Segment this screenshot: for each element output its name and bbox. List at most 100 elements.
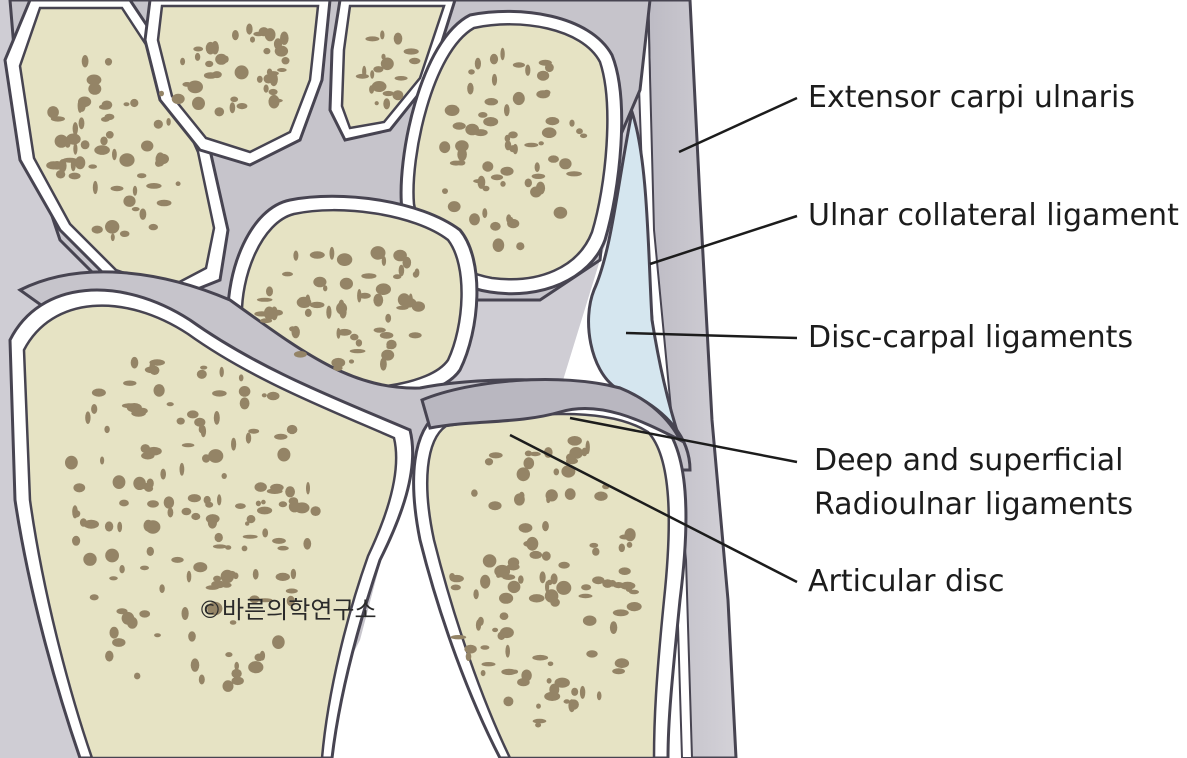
marrow-spot — [484, 98, 499, 106]
marrow-spot — [518, 523, 533, 533]
marrow-spot — [253, 31, 264, 37]
marrow-spot — [380, 30, 385, 40]
marrow-spot — [278, 501, 288, 508]
marrow-spot — [561, 465, 576, 478]
marrow-spot — [380, 57, 394, 71]
marrow-spot — [154, 633, 161, 638]
marrow-spot — [94, 145, 110, 155]
marrow-spot — [198, 674, 205, 685]
marrow-spot — [566, 453, 576, 462]
marrow-spot — [567, 436, 582, 446]
marrow-spot — [361, 273, 377, 279]
marrow-spot — [145, 520, 161, 534]
marrow-spot — [381, 256, 387, 266]
marrow-spot — [205, 41, 216, 55]
marrow-spot — [139, 208, 147, 220]
marrow-spot — [496, 572, 501, 578]
marrow-spot — [190, 658, 200, 672]
marrow-spot — [211, 580, 226, 589]
marrow-spot — [449, 573, 455, 580]
marrow-spot — [546, 678, 552, 684]
marrow-spot — [229, 102, 236, 114]
marrow-spot — [148, 223, 158, 231]
marrow-spot — [213, 411, 220, 425]
marrow-spot — [310, 506, 321, 516]
marrow-spot — [629, 589, 639, 595]
marrow-spot — [303, 538, 312, 550]
marrow-spot — [379, 332, 394, 339]
marrow-spot — [349, 349, 366, 354]
marrow-spot — [263, 84, 269, 93]
marrow-spot — [105, 220, 120, 234]
marrow-spot — [452, 122, 466, 130]
marrow-spot — [545, 117, 560, 126]
marrow-spot — [221, 473, 227, 479]
marrow-spot — [585, 440, 590, 455]
marrow-spot — [268, 88, 278, 96]
marrow-spot — [277, 68, 287, 72]
marrow-spot — [526, 536, 539, 551]
marrow-spot — [213, 575, 222, 582]
marrow-spot — [331, 357, 346, 368]
marrow-spot — [266, 286, 273, 297]
leader-lines — [509, 96, 798, 584]
marrow-spot — [260, 318, 273, 324]
marrow-spot — [484, 458, 494, 466]
marrow-spot — [176, 417, 185, 425]
marrow-spot — [545, 581, 550, 593]
marrow-spot — [180, 57, 186, 66]
marrow-spot — [187, 494, 201, 503]
marrow-spot — [171, 556, 184, 563]
marrow-spot — [109, 576, 118, 581]
marrow-spot — [403, 48, 419, 55]
marrow-spot — [188, 631, 196, 642]
marrow-spot — [263, 47, 271, 55]
marrow-spot — [193, 46, 204, 52]
leader-ulnar-collateral-ligament — [649, 214, 798, 266]
marrow-spot — [231, 437, 237, 451]
marrow-spot — [58, 159, 67, 173]
marrow-spot — [101, 116, 110, 122]
marrow-spot — [119, 499, 129, 507]
marrow-spot — [91, 225, 103, 234]
marrow-spot — [248, 428, 260, 434]
marrow-spot — [618, 567, 631, 575]
marrow-spot — [507, 580, 521, 594]
marrow-spot — [245, 432, 252, 444]
marrow-spot — [620, 581, 636, 590]
marrow-spot — [482, 161, 494, 172]
marrow-spot — [477, 616, 484, 626]
marrow-spot — [137, 173, 147, 179]
marrow-spot — [492, 238, 505, 252]
marrow-spot — [156, 199, 172, 207]
marrow-spot — [442, 188, 448, 195]
marrow-spot — [78, 117, 85, 130]
marrow-spot — [393, 32, 403, 45]
marrow-spot — [272, 537, 286, 544]
marrow-spot — [222, 680, 234, 692]
marrow-spot — [529, 451, 541, 457]
marrow-spot — [214, 532, 223, 543]
marrow-spot — [614, 658, 630, 669]
marrow-spot — [549, 683, 560, 696]
marrow-spot — [212, 544, 227, 549]
marrow-spot — [398, 264, 405, 277]
marrow-spot — [259, 650, 266, 661]
marrow-spot — [553, 206, 568, 219]
marrow-spot — [181, 443, 195, 448]
marrow-spot — [249, 595, 260, 604]
marrow-spot — [339, 277, 353, 290]
marrow-spot — [155, 152, 166, 167]
marrow-spot — [473, 129, 488, 137]
marrow-spot — [626, 602, 642, 612]
marrow-spot — [203, 495, 211, 505]
marrow-spot — [521, 669, 532, 682]
marrow-spot — [140, 565, 149, 571]
marrow-spot — [171, 93, 185, 105]
marrow-spot — [383, 98, 391, 110]
marrow-spot — [246, 23, 253, 35]
marrow-spot — [73, 143, 78, 155]
marrow-spot — [252, 569, 259, 580]
marrow-spot — [85, 411, 91, 425]
